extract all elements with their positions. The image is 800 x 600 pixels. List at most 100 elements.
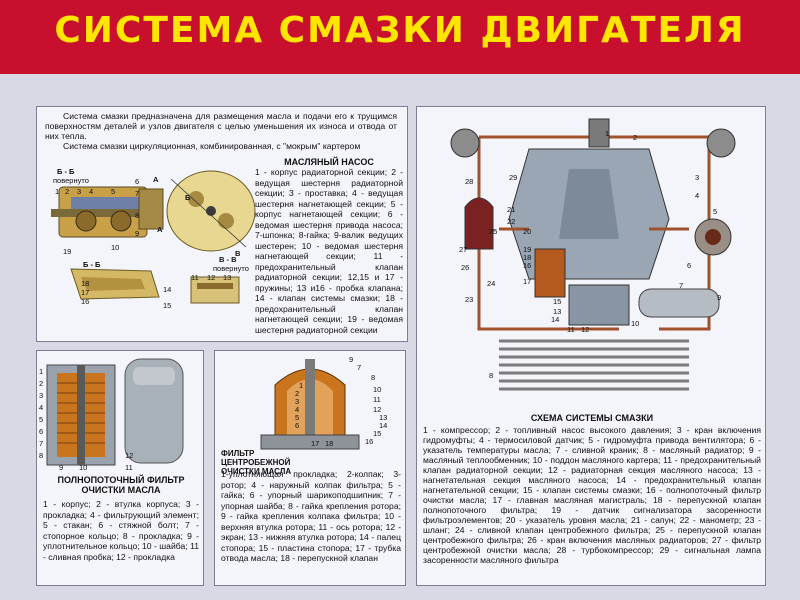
centrifugal-filter-heading: ФИЛЬТР ЦЕНТРОБЕЖНОЙ ОЧИСТКИ МАСЛА [221, 449, 292, 476]
section-label-bb: Б - Б [57, 167, 75, 176]
cf-label-3: 3 [295, 397, 300, 406]
intro-paragraph-1: Система смазки предназначена для размеще… [45, 111, 397, 141]
scheme-label-7: 7 [679, 281, 684, 290]
scheme-label-27: 27 [459, 245, 468, 254]
scheme-label-9: 9 [717, 293, 722, 302]
letter-a-top: А [153, 175, 159, 184]
scheme-label-29: 29 [509, 173, 518, 182]
cf-label-13: 13 [379, 413, 388, 422]
scheme-label-13: 13 [553, 307, 562, 316]
scheme-label-18: 18 [523, 253, 532, 262]
pump-label-9: 9 [135, 229, 140, 238]
pump-label-16: 16 [81, 297, 90, 306]
letter-a-bottom: А [157, 225, 163, 234]
scheme-text: 1 - компрессор; 2 - топливный насос высо… [423, 425, 761, 565]
cf-label-15: 15 [373, 429, 382, 438]
cf-label-9: 9 [349, 355, 354, 364]
oil-pump-legend: МАСЛЯНЫЙ НАСОС 1 - корпус радиаторной се… [255, 157, 403, 335]
pump-label-5: 5 [111, 187, 116, 196]
fff-label-9: 9 [59, 463, 64, 472]
oil-pump-text: 1 - корпус радиаторной секции; 2 - ведущ… [255, 167, 403, 335]
intro-paragraph-2: Система смазки циркуляционная, комбиниро… [63, 141, 361, 151]
section-label-vv-rotated: повернуто [213, 264, 249, 273]
fff-label-6: 6 [39, 427, 44, 436]
full-flow-filter-illustration [46, 358, 184, 466]
pump-label-1: 1 [55, 187, 60, 196]
centrifugal-filter-panel: 1 2 3 4 5 6 7 8 9 10 11 12 13 14 15 16 1… [214, 350, 406, 586]
pump-label-10: 10 [111, 243, 120, 252]
cf-label-12: 12 [373, 405, 382, 414]
oil-pump-panel: Система смазки предназначена для размеще… [36, 106, 408, 342]
pump-label-12: 12 [207, 273, 216, 282]
scheme-label-10: 10 [631, 319, 640, 328]
cf-label-2: 2 [295, 389, 300, 398]
fff-label-8: 8 [39, 451, 44, 460]
pump-label-2: 2 [65, 187, 70, 196]
scheme-label-12: 12 [581, 325, 590, 334]
scheme-label-3: 3 [695, 173, 700, 182]
lubrication-scheme-illustration [450, 118, 736, 391]
pump-label-13: 13 [223, 273, 232, 282]
letter-b: Б [185, 193, 191, 202]
scheme-label-14: 14 [551, 315, 560, 324]
scheme-label-20: 20 [523, 227, 532, 236]
fff-label-7: 7 [39, 439, 44, 448]
scheme-label-16: 16 [523, 261, 532, 270]
pump-label-17: 17 [81, 288, 90, 297]
scheme-label-8: 8 [489, 371, 494, 380]
fff-label-12: 12 [125, 451, 134, 460]
scheme-label-23: 23 [465, 295, 474, 304]
pump-label-11: 11 [191, 273, 199, 282]
oil-pump-illustration [41, 159, 257, 339]
cf-label-16: 16 [365, 437, 374, 446]
fff-label-4: 4 [39, 403, 44, 412]
pump-label-15: 15 [163, 301, 172, 310]
centrifugal-filter-illustration [260, 359, 360, 450]
scheme-label-11: 11 [567, 325, 575, 334]
full-flow-filter-panel: 1 2 3 4 5 6 7 8 9 10 11 12 ПОЛНОПОТОЧНЫЙ… [36, 350, 204, 586]
pump-label-4: 4 [89, 187, 94, 196]
scheme-label-26: 26 [461, 263, 470, 272]
section-label-rotated: повернуто [53, 176, 89, 185]
full-flow-filter-heading: ПОЛНОПОТОЧНЫЙ ФИЛЬТР ОЧИСТКИ МАСЛА [57, 475, 185, 495]
lubrication-scheme-panel: 1 2 3 4 5 6 7 8 9 10 11 12 13 14 15 16 1… [416, 106, 766, 586]
fff-label-11: 11 [125, 463, 133, 472]
pump-label-18: 18 [81, 279, 90, 288]
fff-label-1: 1 [39, 367, 44, 376]
scheme-label-15: 15 [553, 297, 562, 306]
full-flow-filter-text: 1 - корпус; 2 - втулка корпуса; 3 - прок… [43, 499, 199, 562]
cf-label-17: 17 [311, 439, 320, 448]
scheme-label-25: 25 [489, 227, 498, 236]
pump-label-19: 19 [63, 247, 72, 256]
cf-label-1: 1 [299, 381, 304, 390]
scheme-label-4: 4 [695, 191, 700, 200]
fff-label-5: 5 [39, 415, 44, 424]
cf-label-8: 8 [371, 373, 376, 382]
cf-label-18: 18 [325, 439, 334, 448]
letter-v: В [235, 249, 241, 258]
scheme-label-6: 6 [687, 261, 692, 270]
oil-pump-heading: МАСЛЯНЫЙ НАСОС [284, 157, 374, 167]
cf-label-7: 7 [357, 363, 362, 372]
scheme-heading: СХЕМА СИСТЕМЫ СМАЗКИ [530, 413, 654, 423]
fff-label-2: 2 [39, 379, 44, 388]
fff-label-10: 10 [79, 463, 88, 472]
scheme-label-1: 1 [605, 129, 610, 138]
pump-label-6: 6 [135, 177, 140, 186]
cf-label-5: 5 [295, 413, 300, 422]
scheme-label-2: 2 [633, 133, 638, 142]
pump-label-14: 14 [163, 285, 172, 294]
pump-label-3: 3 [77, 187, 82, 196]
pump-label-7: 7 [135, 189, 140, 198]
section-label-vv: В - В [219, 255, 237, 264]
fff-label-3: 3 [39, 391, 44, 400]
cf-label-14: 14 [379, 421, 388, 430]
scheme-label-24: 24 [487, 279, 496, 288]
cf-label-4: 4 [295, 405, 300, 414]
scheme-label-17: 17 [523, 277, 532, 286]
scheme-label-21: 21 [507, 205, 516, 214]
title-banner: СИСТЕМА СМАЗКИ ДВИГАТЕЛЯ [0, 0, 800, 74]
scheme-label-5: 5 [713, 207, 718, 216]
centrifugal-filter-text: 1-уплотняющая прокладка; 2-колпак; 3-рот… [221, 469, 401, 563]
page-title: СИСТЕМА СМАЗКИ ДВИГАТЕЛЯ [54, 10, 746, 51]
